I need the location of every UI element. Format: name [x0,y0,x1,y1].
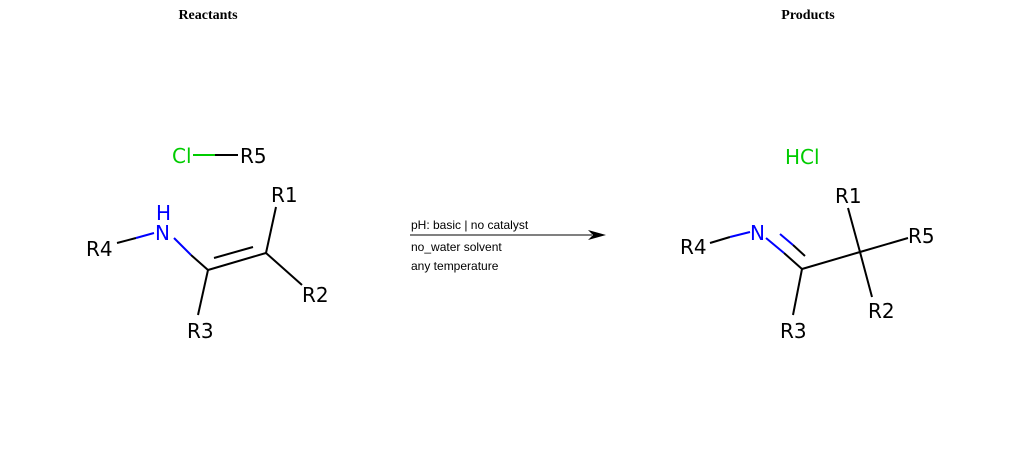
atom-h: H [156,201,171,225]
products-title: Products [781,8,835,23]
reactants-title: Reactants [178,8,238,23]
atom-r2: R2 [302,283,329,307]
reactant-enamine: H N R1 R2 R3 R4 [86,183,329,343]
atom-r5: R5 [908,224,935,248]
atom-cl: Cl [172,144,192,168]
atom-r5: R5 [240,144,267,168]
reaction-arrow: pH: basic | no catalyst no_water solvent… [410,218,606,273]
product-hcl: HCl [785,145,820,169]
condition-ph-catalyst: pH: basic | no catalyst [411,218,529,232]
atom-n: N [750,221,765,245]
atom-n: N [155,221,170,245]
atom-r1: R1 [835,184,862,208]
atom-r1: R1 [271,183,298,207]
atom-r3: R3 [780,319,807,343]
condition-temperature: any temperature [411,259,499,273]
atom-r2: R2 [868,299,895,323]
condition-solvent: no_water solvent [411,240,502,254]
atom-r3: R3 [187,319,214,343]
atom-r4: R4 [86,237,113,261]
atom-hcl: HCl [785,145,820,169]
atom-r4: R4 [680,235,707,259]
reactant-chloride: Cl R5 [172,144,267,168]
product-imine: N R1 R2 R3 R4 R5 [680,184,935,343]
